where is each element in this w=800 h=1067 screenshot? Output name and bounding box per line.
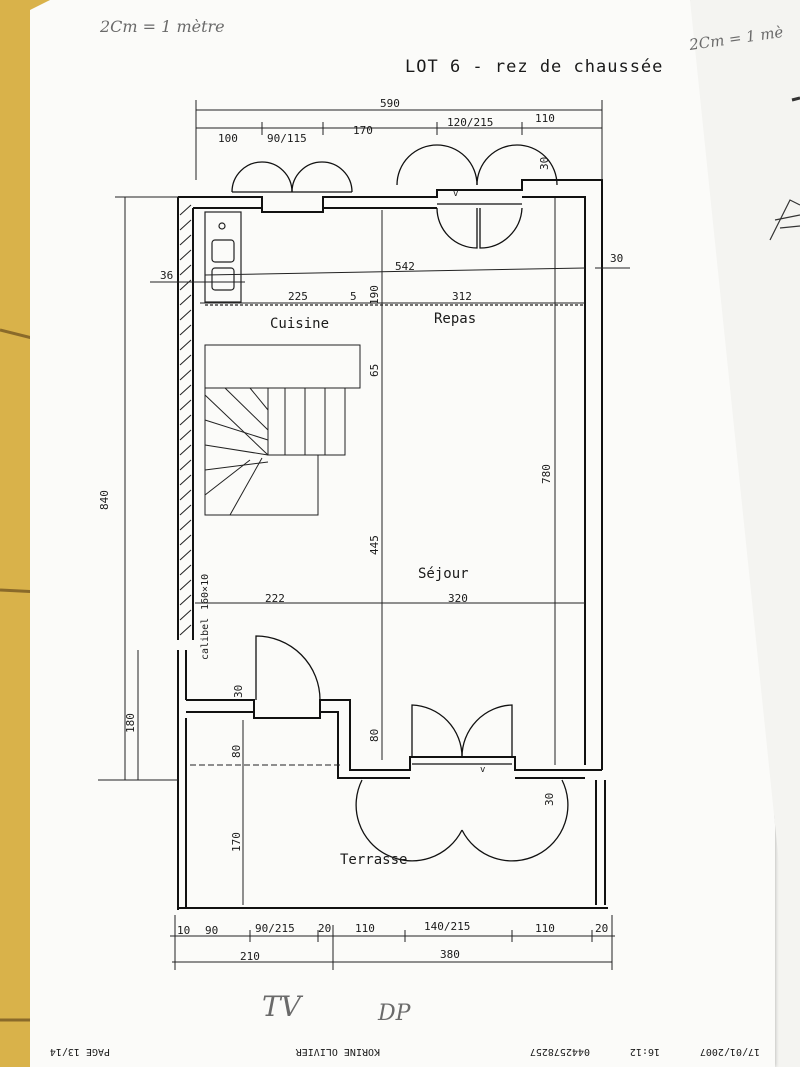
room-terrace: Terrasse [340,852,407,868]
initials-dp: DP [377,1001,412,1026]
dim-320: 320 [448,592,468,605]
dim-5: 5 [350,290,357,303]
dim-160x10: 160×10 [200,574,211,610]
dim-222: 222 [265,592,285,605]
dim-bottom-seg-2: 90 [205,924,218,937]
dim-36: 36 [160,269,173,282]
dim-80-mid: 80 [368,729,381,742]
fax-date: 17/01/2007 [700,1046,760,1057]
dim-190: 190 [368,285,381,305]
scale-note-second-sheet: 2Cm = 1 mè [687,23,784,54]
dim-top-seg-2: 90/115 [267,132,307,145]
dim-bottom-seg-7: 110 [535,922,555,935]
dim-445: 445 [368,535,381,555]
left-wall-hatching [179,204,192,636]
dim-bottom-total-2: 380 [440,948,460,961]
floor-plan-paper [30,0,775,1067]
dimension-labels: 590 100 90/115 170 120/215 110 30 840 36… [98,97,623,963]
walls [177,179,608,910]
dim-top-seg-3: 170 [353,124,373,137]
window-mark-top: v [453,189,458,199]
room-labels: Cuisine Repas Séjour Terrasse [270,311,476,868]
dim-65: 65 [368,364,381,377]
dim-top-seg-4: 120/215 [447,116,493,129]
dim-right-30: 30 [610,252,623,265]
fax-phone: 0442578257 [530,1046,590,1057]
dim-bottom-seg-5: 110 [355,922,375,935]
window-mark-bottom: v [480,765,485,775]
initials-tv: TV [262,990,304,1023]
calibel-label: calibel [200,618,211,660]
dim-bottom-seg-6: 140/215 [424,920,470,933]
dim-top-seg-1: 100 [218,132,238,145]
staircase [204,344,361,516]
dim-left-total: 840 [98,490,111,510]
dim-bottom-seg-1: 10 [177,924,190,937]
fax-footer: 17/01/2007 16:12 0442578257 KORINE OLIVI… [50,1046,760,1057]
dim-780: 780 [540,464,553,484]
dim-bottom-seg-3: 90/215 [255,922,295,935]
dim-180: 180 [124,713,137,733]
dim-bottom-seg-4: 20 [318,922,331,935]
dim-542: 542 [395,260,415,273]
dim-bottom-seg-8: 20 [595,922,608,935]
dim-312: 312 [452,290,472,303]
fax-time: 16:12 [630,1046,660,1057]
scale-note: 2Cm = 1 mètre [99,17,225,36]
fax-name: KORINE OLIVIER [295,1046,380,1057]
dim-80-left: 80 [230,745,243,758]
dim-bottom-total-1: 210 [240,950,260,963]
room-kitchen: Cuisine [270,316,329,332]
room-dining: Repas [434,311,476,327]
dimension-lines [98,100,630,970]
fax-page: PAGE 13/14 [50,1046,110,1057]
dim-right-30-bottom: 30 [543,793,556,806]
openings [231,144,569,862]
dim-170: 170 [230,832,243,852]
second-sheet-sketch [769,96,800,241]
page-title: LOT 6 - rez de chaussée [405,57,663,77]
dim-door-30: 30 [232,685,245,698]
kitchen-fixtures [204,211,585,306]
dim-225: 225 [288,290,308,303]
room-living: Séjour [418,566,469,582]
dim-top-right-30: 30 [538,157,551,170]
dim-top-total: 590 [380,97,400,110]
dim-top-seg-5: 110 [535,112,555,125]
